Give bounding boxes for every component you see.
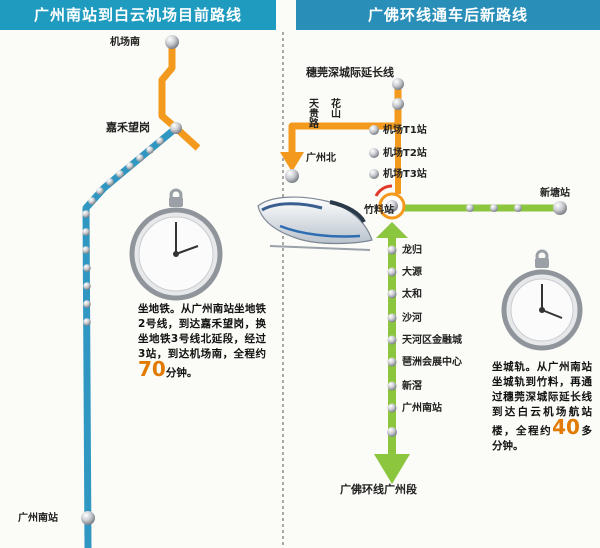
station-label-jiahewanggang: 嘉禾望岗 <box>105 120 150 134</box>
south-station-label-5: 天河区金融城 <box>402 333 462 346</box>
south-station-label-6: 琶洲会展中心 <box>402 355 462 368</box>
vertical-label-1: 天贵路 <box>307 98 319 129</box>
station-label-airport-t2: 机场T2站 <box>383 146 427 159</box>
interchange-zhuliao <box>374 184 406 220</box>
south-station-label-2: 大源 <box>402 265 422 278</box>
up-arrow-icon <box>376 222 408 238</box>
south-station-label-3: 太和 <box>401 287 422 300</box>
left-panel-title: 广州南站到白云机场目前路线 <box>0 0 276 30</box>
right-description-text: 坐城轨。从广州南站坐城轨到竹料，再通过穗莞深城际延长线到达白云机场航站楼，全程约 <box>492 361 592 437</box>
station-node-guangzhou-north <box>285 169 299 183</box>
station-label-airport-t1: 机场T1站 <box>383 123 427 136</box>
south-station-label-1: 龙归 <box>401 243 422 256</box>
left-bead-markers <box>82 137 164 326</box>
right-duration-number: 40 <box>552 415 580 439</box>
stopwatch-icon <box>129 188 223 301</box>
bottom-line-label: 广佛环线广州段 <box>340 482 417 496</box>
station-label-zhuliao: 竹料站 <box>363 203 394 216</box>
top-line-label: 穗莞深城际延长线 <box>306 65 394 79</box>
left-route-description: 坐地铁。从广州南站坐地铁2号线，到达嘉禾望岗，换坐地铁3号线北延段，经过3站，到… <box>138 302 266 381</box>
station-node-airport-south <box>165 35 179 49</box>
station-label-airport-south: 机场南 <box>110 35 140 48</box>
down-arrow-icon <box>280 152 304 172</box>
station-node-guangzhou-south <box>81 511 95 525</box>
right-station-nodes <box>285 78 567 437</box>
station-label-guangzhou-north: 广州北 <box>306 151 336 164</box>
station-label-airport-t3: 机场T3站 <box>383 167 427 180</box>
exchange-arrow-icon <box>374 184 393 197</box>
south-station-label-7: 新滘 <box>402 379 422 392</box>
station-label-xintang: 新塘站 <box>540 186 570 199</box>
right-description-suffix: 多分钟。 <box>492 425 593 452</box>
station-label-guangzhou-south: 广州南站 <box>18 511 58 524</box>
stopwatch-icon <box>501 249 583 351</box>
right-route-description: 坐城轨。从广州南站坐城轨到竹料，再通过穗莞深城际延长线到达白云机场航站楼，全程约… <box>492 360 592 454</box>
station-node-jiahewanggang <box>170 122 182 134</box>
south-station-label-8: 广州南站 <box>402 401 442 414</box>
south-station-label-4: 沙河 <box>402 312 422 324</box>
station-node-xintang <box>553 201 567 215</box>
left-duration-number: 70 <box>138 357 166 381</box>
right-panel-title: 广佛环线通车后新路线 <box>296 0 600 30</box>
left-description-suffix: 分钟。 <box>165 367 198 379</box>
down-arrow-icon <box>374 454 410 484</box>
high-speed-train-icon <box>257 196 373 251</box>
left-station-nodes <box>81 35 182 525</box>
vertical-label-2: 花山 <box>329 97 341 119</box>
left-description-text: 坐地铁。从广州南站坐地铁2号线，到达嘉禾望岗，换坐地铁3号线北延段，经过3站，到… <box>138 303 266 360</box>
